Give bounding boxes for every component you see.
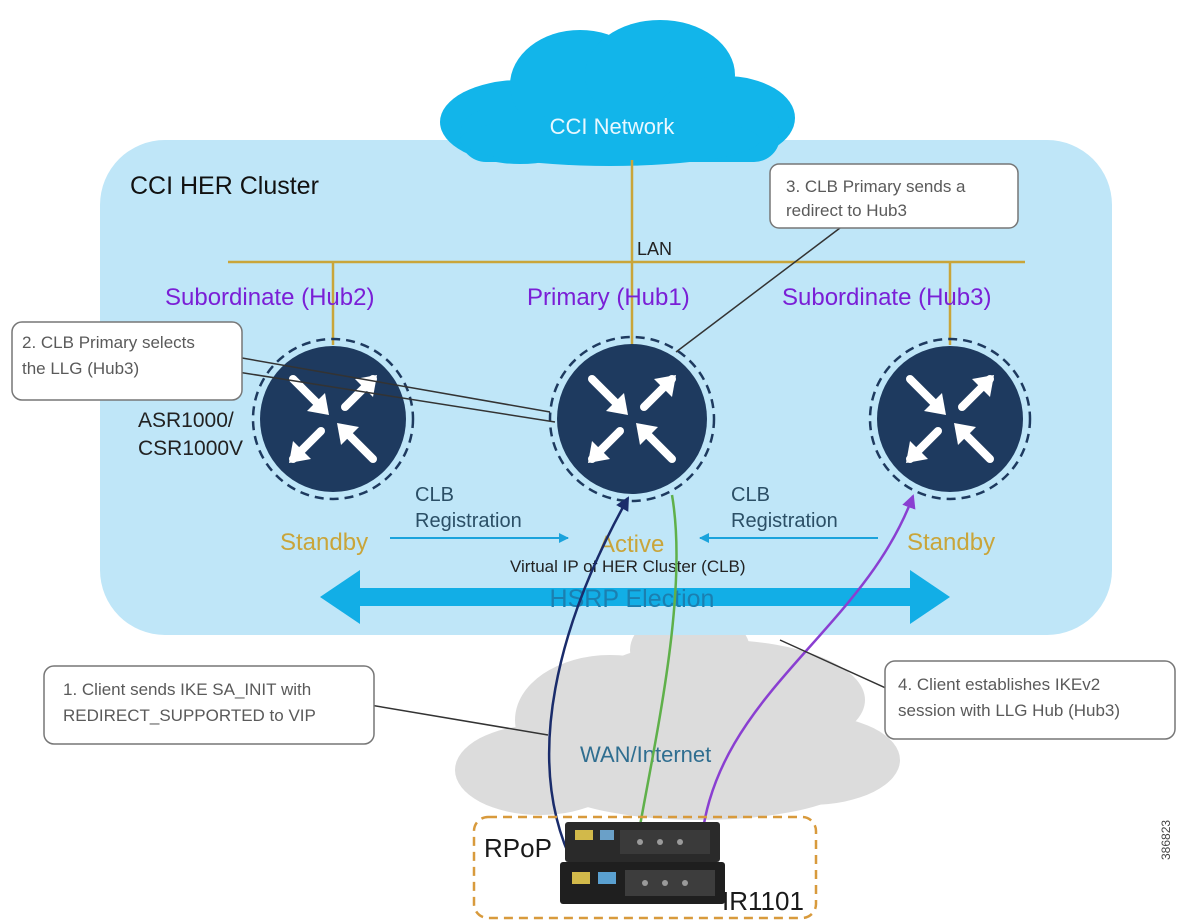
figure-id: 386823 xyxy=(1159,820,1173,860)
callout-step3: 3. CLB Primary sends a redirect to Hub3 xyxy=(675,163,1019,353)
registration-right-line2: Registration xyxy=(731,510,838,532)
callout-step2-line1: 2. CLB Primary selects xyxy=(22,333,195,352)
callout-step2: 2. CLB Primary selects the LLG (Hub3) xyxy=(11,321,556,423)
hub1-state: Active xyxy=(599,531,664,558)
callout-step2-line2: the LLG (Hub3) xyxy=(22,359,139,378)
device-model-line1: ASR1000/ xyxy=(138,409,234,432)
hub3-role: Subordinate (Hub3) xyxy=(782,284,991,311)
callout-step4: 4. Client establishes IKEv2 session with… xyxy=(779,639,1176,740)
callout-step1-line2: REDIRECT_SUPPORTED to VIP xyxy=(63,706,316,725)
hub1-role: Primary (Hub1) xyxy=(527,284,690,311)
hsrp-double-arrow xyxy=(320,570,950,624)
path-client-to-vip xyxy=(547,496,630,869)
cluster-overlap xyxy=(560,600,860,635)
hub3-state: Standby xyxy=(907,529,995,556)
hub2-state: Standby xyxy=(280,529,368,556)
vip-label: Virtual IP of HER Cluster (CLB) xyxy=(510,557,746,576)
path-redirect-to-client xyxy=(627,494,678,868)
wan-cloud xyxy=(455,610,900,820)
hub1-router xyxy=(548,335,716,503)
registration-right-line1: CLB xyxy=(731,484,770,506)
callout-step1-line1: 1. Client sends IKE SA_INIT with xyxy=(63,680,311,699)
ir1101-device xyxy=(560,822,725,904)
cci-network-label: CCI Network xyxy=(550,114,676,139)
cci-network-cloud xyxy=(440,20,795,166)
ir1101-label: IR1101 xyxy=(722,886,804,916)
rpop-label: RPoP xyxy=(484,833,552,863)
callout-step3-line1: 3. CLB Primary sends a xyxy=(786,177,966,196)
hub3-router xyxy=(868,337,1032,501)
hsrp-label: HSRP Election xyxy=(550,585,715,613)
callout-step4-line1: 4. Client establishes IKEv2 xyxy=(898,675,1100,694)
lan-label: LAN xyxy=(637,239,672,259)
path-client-to-hub3 xyxy=(698,494,916,869)
hub2-role: Subordinate (Hub2) xyxy=(165,284,374,311)
callout-step4-line2: session with LLG Hub (Hub3) xyxy=(898,701,1120,720)
rpop-boundary xyxy=(472,815,818,920)
registration-left-line1: CLB xyxy=(415,484,454,506)
callout-step1: 1. Client sends IKE SA_INIT with REDIREC… xyxy=(43,665,549,745)
device-model-line2: CSR1000V xyxy=(138,437,243,460)
wan-label: WAN/Internet xyxy=(580,742,711,767)
hub2-router xyxy=(251,337,415,501)
cluster-title: CCI HER Cluster xyxy=(130,172,319,200)
registration-left-line2: Registration xyxy=(415,510,522,532)
callout-step3-line2: redirect to Hub3 xyxy=(786,201,907,220)
